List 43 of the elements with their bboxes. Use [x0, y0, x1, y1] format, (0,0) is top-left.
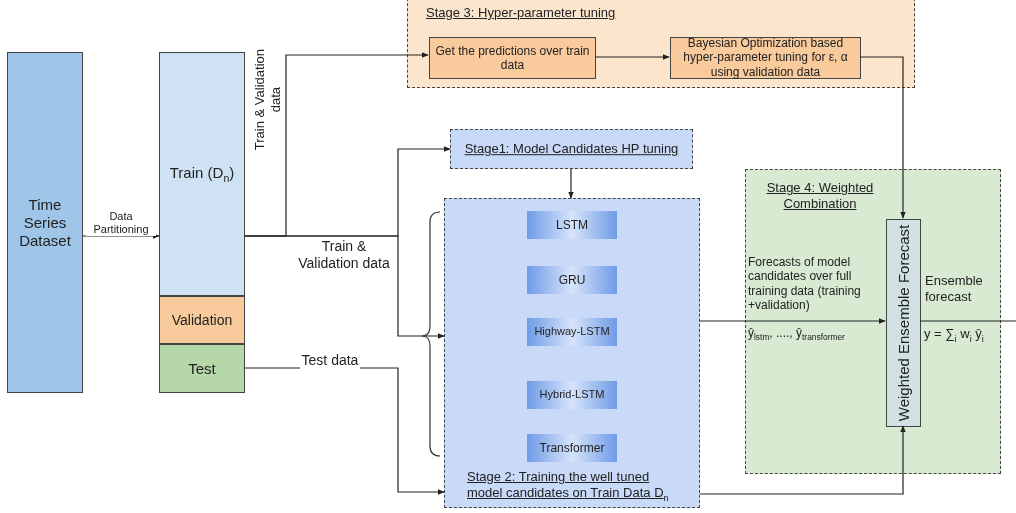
node-label: Bayesian Optimization based hyper-parameter tuning for ε, α using validation data — [682, 36, 849, 80]
stage-heading: Stage 4: Weighted Combination — [765, 180, 875, 212]
node-label: Test — [187, 359, 217, 378]
formula-label: y = ∑$_{i}$ w$_{i}$ ŷ$_{i}$ — [924, 326, 984, 344]
edge-label: Train & Validation data — [252, 48, 284, 153]
model-box — [527, 381, 617, 409]
stage-panel — [444, 198, 700, 508]
node-label: Transformer — [538, 440, 606, 456]
stage-box — [450, 129, 693, 169]
node-label: Train (D$_{n}$) — [168, 163, 236, 185]
node-label: Hybrid-LSTM — [538, 388, 606, 402]
stage-heading: Weighted Ensemble Forecast — [894, 223, 913, 423]
stage-heading: Stage 3: Hyper-parameter tuning — [426, 5, 616, 21]
stage-panel — [407, 0, 915, 88]
test-segment — [159, 344, 245, 393]
arrow — [699, 318, 886, 324]
edge-label: Test data — [300, 352, 360, 369]
dataset-box — [7, 52, 83, 393]
arrow — [594, 54, 670, 60]
stage-heading: Stage 2: Training the well tuned model candidates on Train Data D$_{n}$ — [467, 468, 670, 503]
node-label: LSTM — [555, 217, 589, 233]
process-box — [670, 37, 861, 79]
node-label: Validation — [170, 311, 234, 329]
model-box — [527, 434, 617, 462]
model-box — [527, 318, 617, 346]
ensemble-box — [886, 219, 921, 427]
stage-heading: Stage1: Model Candidates HP tuning — [463, 141, 680, 157]
model-box — [527, 266, 617, 294]
train-segment — [159, 52, 245, 296]
validation-segment — [159, 296, 245, 344]
arrow — [82, 233, 160, 239]
arrow — [568, 168, 574, 199]
process-box — [429, 37, 596, 79]
formula-label: ŷ$_{lstm}$, ...., ŷ$_{transformer}$ — [748, 326, 845, 343]
arrow — [244, 235, 445, 339]
arrow — [699, 425, 906, 495]
node-label: Get the predictions over train data — [434, 43, 591, 73]
model-box — [527, 211, 617, 239]
arrow — [859, 56, 906, 219]
node-label: Highway-LSTM — [533, 325, 611, 339]
node-label: GRU — [557, 272, 587, 288]
node-label: Time Series Dataset — [18, 195, 72, 250]
edge-label: Data Partitioning — [86, 210, 156, 237]
